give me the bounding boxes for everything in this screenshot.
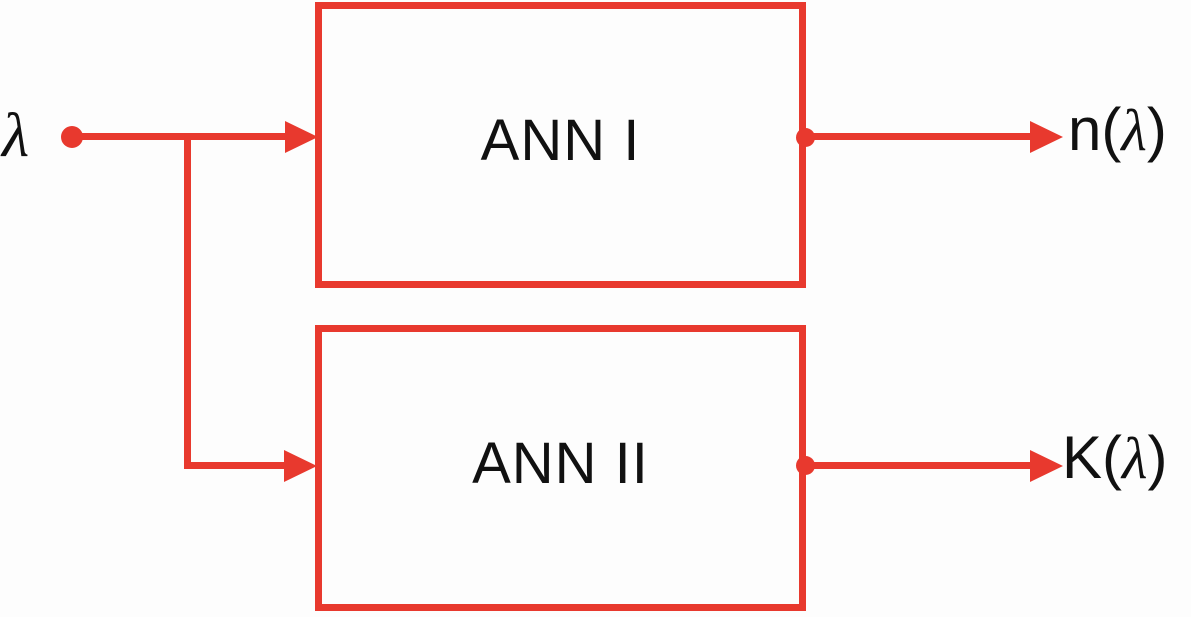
lambda-symbol: λ	[1122, 426, 1148, 491]
input-connector-line	[72, 133, 287, 140]
arrowhead-into-ann1	[285, 121, 318, 153]
arrowhead-into-ann2	[284, 450, 317, 482]
ann1-output-line	[805, 133, 1031, 140]
output-k-close-paren: )	[1147, 424, 1168, 491]
branch-vertical-line	[184, 133, 191, 469]
arrowhead-output-k	[1030, 450, 1063, 482]
output-label-k-lambda: K(λ)	[1062, 428, 1167, 489]
input-label-lambda: λ	[2, 102, 29, 167]
output-k-open-paren: (	[1102, 424, 1123, 491]
output-label-n-lambda: n(λ)	[1068, 100, 1167, 161]
output-n-func: n	[1068, 96, 1102, 163]
block-ann-2: ANN II	[315, 325, 806, 611]
output-n-close-paren: )	[1146, 96, 1167, 163]
lambda-symbol: λ	[1121, 98, 1147, 163]
output-k-func: K	[1062, 424, 1103, 491]
arrowhead-output-n	[1030, 121, 1063, 153]
block-ann-1-label: ANN I	[480, 108, 641, 173]
branch-horizontal-line	[184, 462, 286, 469]
block-ann-1: ANN I	[315, 2, 806, 288]
lambda-symbol: λ	[2, 100, 30, 170]
ann2-output-line	[805, 462, 1031, 469]
output-n-open-paren: (	[1101, 96, 1122, 163]
block-ann-2-label: ANN II	[472, 431, 649, 496]
